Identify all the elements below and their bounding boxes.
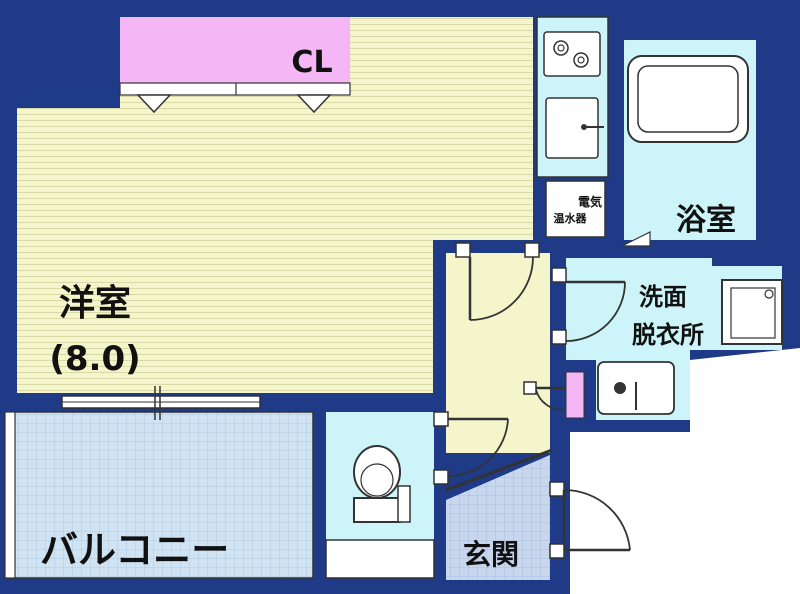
bath-label: 浴室 bbox=[676, 203, 736, 238]
toilet-icon bbox=[353, 445, 411, 523]
toilet-door bbox=[433, 411, 509, 485]
corridor-floor bbox=[446, 253, 550, 453]
balcony-sliding-window bbox=[61, 386, 261, 420]
sink-icon bbox=[545, 97, 604, 159]
exterior-space bbox=[570, 348, 800, 594]
entrance-label: 玄関 bbox=[463, 538, 519, 571]
balcony-label: バルコニー bbox=[40, 528, 229, 572]
washing-machine-icon bbox=[721, 279, 783, 345]
western-room-size: (8.0) bbox=[49, 339, 140, 379]
western-room-floor bbox=[17, 17, 533, 393]
entrance-step bbox=[445, 448, 553, 492]
washroom-label-1: 洗面 bbox=[639, 283, 687, 311]
storage-door bbox=[523, 381, 566, 411]
closet-door-left bbox=[136, 94, 172, 114]
closet bbox=[120, 17, 350, 83]
toilet-shelf bbox=[325, 539, 435, 579]
washroom-door bbox=[551, 267, 626, 345]
closet-label: CL bbox=[291, 45, 332, 80]
water-heater bbox=[545, 180, 606, 238]
entrance-floor bbox=[446, 455, 550, 580]
stove-icon bbox=[543, 31, 601, 77]
water-heater-label-1: 電気 bbox=[578, 194, 602, 209]
bathtub-icon bbox=[627, 55, 749, 143]
water-heater-label-2: 温水器 bbox=[554, 211, 588, 225]
room-door bbox=[455, 242, 540, 321]
bath-door bbox=[621, 231, 651, 247]
balcony-floor bbox=[4, 411, 314, 579]
balcony-railing bbox=[4, 411, 16, 579]
western-room-label: 洋室 bbox=[59, 283, 131, 324]
storage-cabinet bbox=[565, 371, 585, 419]
washroom-label-2: 脱衣所 bbox=[632, 321, 704, 349]
vanity-icon bbox=[597, 361, 675, 415]
closet-door-right bbox=[296, 94, 332, 114]
entrance-door bbox=[549, 481, 631, 559]
closet-door-track bbox=[119, 82, 351, 96]
